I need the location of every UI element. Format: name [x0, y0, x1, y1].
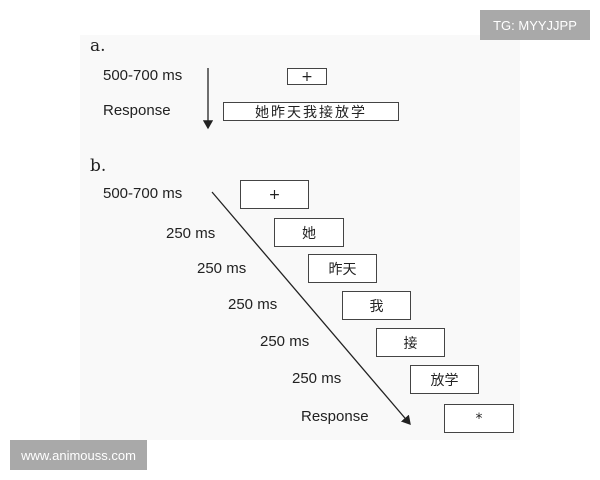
- timeline-arrow-b: [211, 191, 411, 425]
- time-label: Response: [103, 102, 171, 119]
- stimulus-box: 她: [274, 218, 344, 247]
- time-label: 250 ms: [228, 296, 278, 313]
- stimulus-box: 接: [376, 328, 445, 357]
- time-label: 250 ms: [197, 260, 247, 277]
- stimulus-box: +: [240, 180, 309, 209]
- watermark-top: TG: MYYJJPP: [480, 10, 590, 40]
- time-label: Response: [301, 408, 369, 425]
- panel-a-label: a.: [90, 36, 106, 56]
- stimulus-box: *: [444, 404, 514, 433]
- time-label: 250 ms: [260, 333, 310, 350]
- stimulus-box: 我: [342, 291, 411, 320]
- time-label: 250 ms: [292, 370, 342, 387]
- watermark-bottom: www.animouss.com: [10, 440, 147, 470]
- stimulus-box: 放学: [410, 365, 479, 394]
- time-label: 250 ms: [166, 225, 216, 242]
- panel-b-label: b.: [90, 156, 107, 176]
- time-label: 500-700 ms: [103, 185, 183, 202]
- stimulus-box: +: [287, 68, 327, 85]
- stimulus-box: 昨天: [308, 254, 377, 283]
- time-label: 500-700 ms: [103, 67, 183, 84]
- stimulus-box: 她昨天我接放学: [223, 102, 399, 121]
